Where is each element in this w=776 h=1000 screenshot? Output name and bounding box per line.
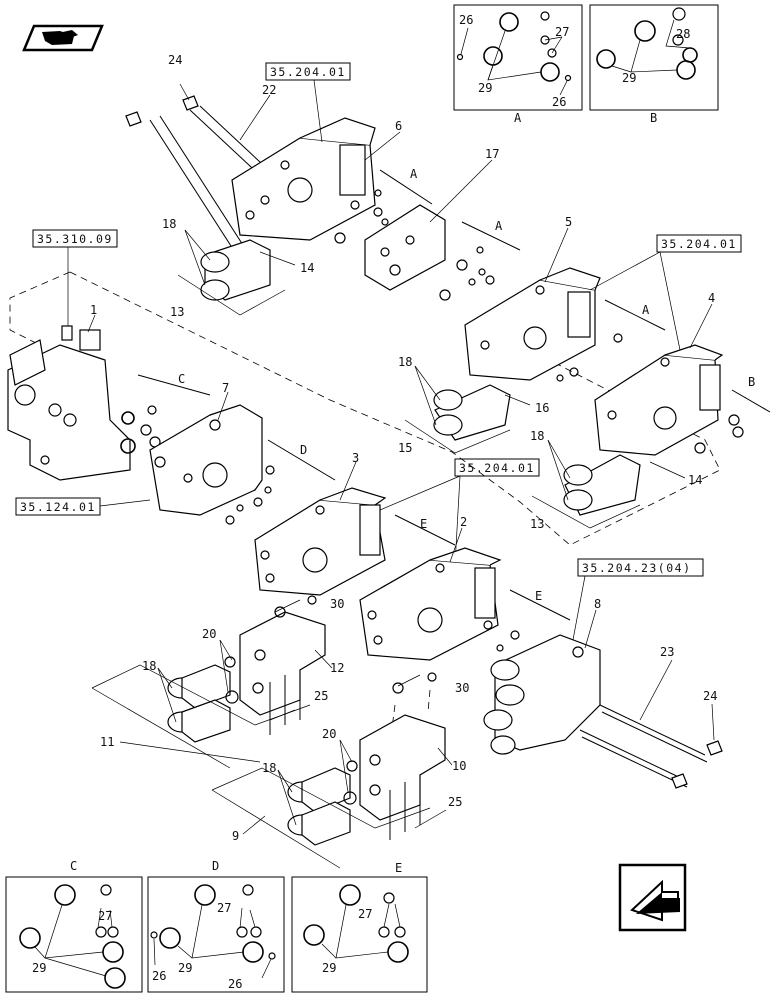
callout-27: 27 (98, 909, 112, 923)
section-marker-e: E (535, 589, 542, 603)
callout-26: 26 (152, 969, 166, 983)
callout-29: 29 (178, 961, 192, 975)
reference-label: 35.204.01 (459, 461, 535, 475)
coupler-group (167, 656, 239, 743)
section-marker-a: A (642, 303, 650, 317)
block-12 (239, 611, 326, 735)
callout-26: 26 (228, 977, 242, 991)
o-ring-group (120, 405, 161, 454)
callout-18: 18 (530, 429, 544, 443)
callout-6: 6 (395, 119, 402, 133)
callout-18: 18 (162, 217, 176, 231)
valve-section-2 (359, 547, 502, 661)
detail-box-b: 28 29 (589, 4, 719, 111)
callout-22: 22 (262, 83, 276, 97)
next-page-arrow-icon[interactable] (618, 863, 687, 932)
valve-section-5 (433, 267, 601, 441)
detail-box-e: 27 29 (291, 876, 428, 993)
callout-1: 1 (90, 303, 97, 317)
callout-23: 23 (660, 645, 674, 659)
section-marker-a: A (495, 219, 503, 233)
callout-18: 18 (262, 761, 276, 775)
reference-label: 35.204.01 (270, 65, 346, 79)
callout-27: 27 (358, 907, 372, 921)
callout-12: 12 (330, 661, 344, 675)
section-marker-b: B (748, 375, 755, 389)
coupler-group (287, 760, 358, 846)
valve-section-7 (149, 404, 263, 516)
callout-13: 13 (170, 305, 184, 319)
callout-27: 27 (555, 25, 569, 39)
callout-13: 13 (530, 517, 544, 531)
reference-box[interactable]: 35.204.23(04) (577, 558, 704, 577)
section-marker-e: E (420, 517, 427, 531)
detail-box-c-label: C (70, 859, 77, 873)
callout-5: 5 (565, 215, 572, 229)
callout-8: 8 (594, 597, 601, 611)
reference-label: 35.124.01 (20, 500, 96, 514)
callout-17: 17 (485, 147, 499, 161)
callout-18: 18 (398, 355, 412, 369)
callout-29: 29 (478, 81, 492, 95)
reference-box[interactable]: 35.124.01 (15, 497, 101, 516)
reference-box[interactable]: 35.310.09 (32, 229, 118, 248)
callout-24: 24 (703, 689, 717, 703)
o-ring-group (334, 189, 495, 301)
callout-26: 26 (552, 95, 566, 109)
detail-box-a: 26 27 29 26 (453, 4, 583, 111)
valve-section-4 (563, 344, 724, 516)
assembly-boundary (9, 271, 721, 546)
callout-28: 28 (676, 27, 690, 41)
callout-26: 26 (459, 13, 473, 27)
detail-box-b-label: B (650, 111, 657, 125)
book-hand-icon[interactable] (22, 24, 104, 52)
callout-24: 24 (168, 53, 182, 67)
callout-10: 10 (452, 759, 466, 773)
callout-9: 9 (232, 829, 239, 843)
reference-label: 35.204.23(04) (582, 561, 692, 575)
callout-20: 20 (202, 627, 216, 641)
callout-25: 25 (314, 689, 328, 703)
callout-16: 16 (535, 401, 549, 415)
callout-30: 30 (330, 597, 344, 611)
callout-29: 29 (622, 71, 636, 85)
section-marker-d: D (300, 443, 307, 457)
callout-15: 15 (398, 441, 412, 455)
callout-14: 14 (688, 473, 702, 487)
reference-box[interactable]: 35.204.01 (265, 62, 351, 81)
callout-27: 27 (217, 901, 231, 915)
valve-section-6 (125, 95, 376, 301)
detail-box-e-label: E (395, 861, 402, 875)
callout-4: 4 (708, 291, 715, 305)
callout-7: 7 (222, 381, 229, 395)
callout-20: 20 (322, 727, 336, 741)
section-marker-a: A (410, 167, 418, 181)
control-valve-1 (7, 325, 131, 481)
callout-29: 29 (32, 961, 46, 975)
block-10 (359, 714, 446, 840)
reference-label: 35.204.01 (661, 237, 737, 251)
reference-box[interactable]: 35.204.01 (656, 234, 742, 253)
callout-11: 11 (100, 735, 114, 749)
detail-box-d: 27 29 26 26 (147, 876, 285, 993)
callout-18: 18 (142, 659, 156, 673)
callout-14: 14 (300, 261, 314, 275)
valve-section-3 (254, 487, 387, 596)
gasket-17 (364, 159, 493, 291)
callout-25: 25 (448, 795, 462, 809)
valve-section-8 (483, 634, 601, 755)
callout-3: 3 (352, 451, 359, 465)
callout-2: 2 (460, 515, 467, 529)
detail-box-c: 27 29 (5, 876, 143, 993)
callout-30: 30 (455, 681, 469, 695)
callout-29: 29 (322, 961, 336, 975)
detail-box-d-label: D (212, 859, 219, 873)
section-marker-c: C (178, 372, 185, 386)
reference-box[interactable]: 35.204.01 (454, 458, 540, 477)
reference-label: 35.310.09 (37, 232, 113, 246)
detail-box-a-label: A (514, 111, 522, 125)
